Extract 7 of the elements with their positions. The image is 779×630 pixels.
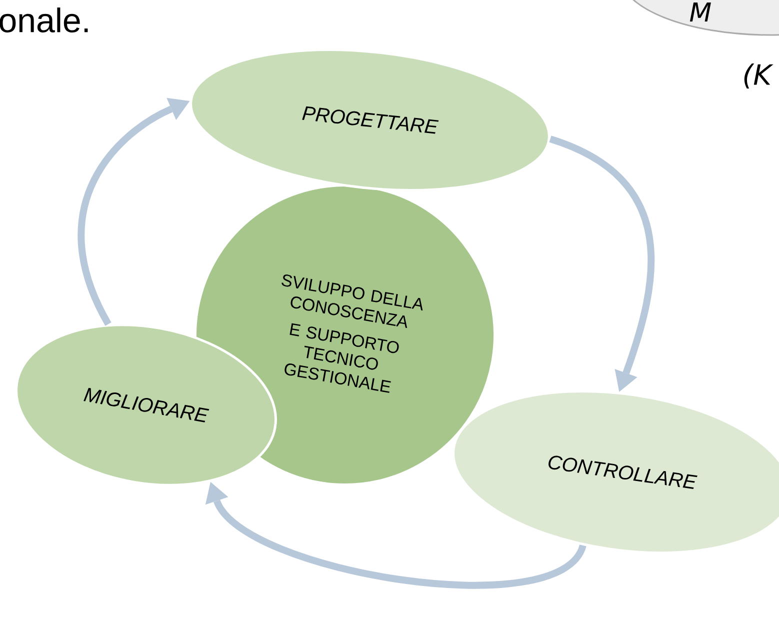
curved-arrow <box>205 482 586 589</box>
ellipse-node: M <box>619 0 779 36</box>
curved-arrow <box>78 98 190 326</box>
partial-text: onale. <box>0 8 88 32</box>
ellipse-node: CONTROLLARE <box>452 390 779 554</box>
curved-arrow <box>549 136 655 392</box>
partial-text: (K <box>744 64 774 88</box>
